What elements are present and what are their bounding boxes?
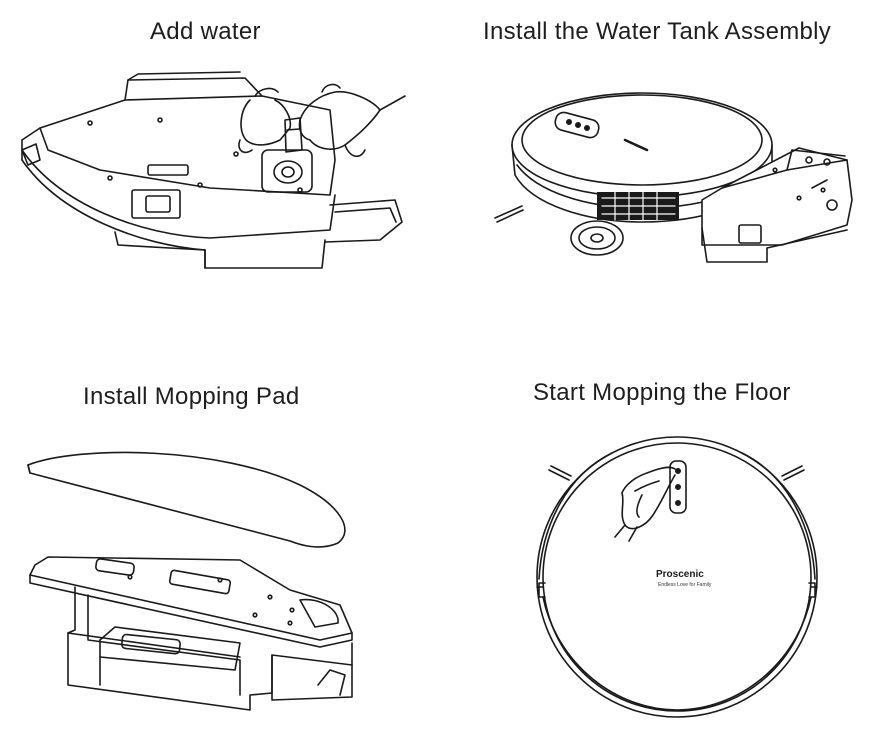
brand-tagline: Endless Love for Family <box>658 582 712 588</box>
mopping-pad-illustration <box>0 365 447 730</box>
step-start-mopping: Start Mopping the Floor Proscenic Endles… <box>447 365 895 730</box>
step-install-water-tank: Install the Water Tank Assembly <box>447 0 895 365</box>
step-caption: Start Mopping the Floor <box>533 379 791 406</box>
step-caption: Add water <box>150 18 261 45</box>
step-add-water: Add water <box>0 0 447 365</box>
step-caption: Install Mopping Pad <box>83 383 300 410</box>
step-install-mopping-pad: Install Mopping Pad <box>0 365 447 730</box>
brand-logo: Proscenic <box>656 569 704 580</box>
step-caption: Install the Water Tank Assembly <box>483 18 832 45</box>
robot-with-tank-illustration <box>447 0 895 365</box>
water-tank-refill-illustration <box>0 0 447 365</box>
robot-top-view-illustration <box>447 365 895 730</box>
